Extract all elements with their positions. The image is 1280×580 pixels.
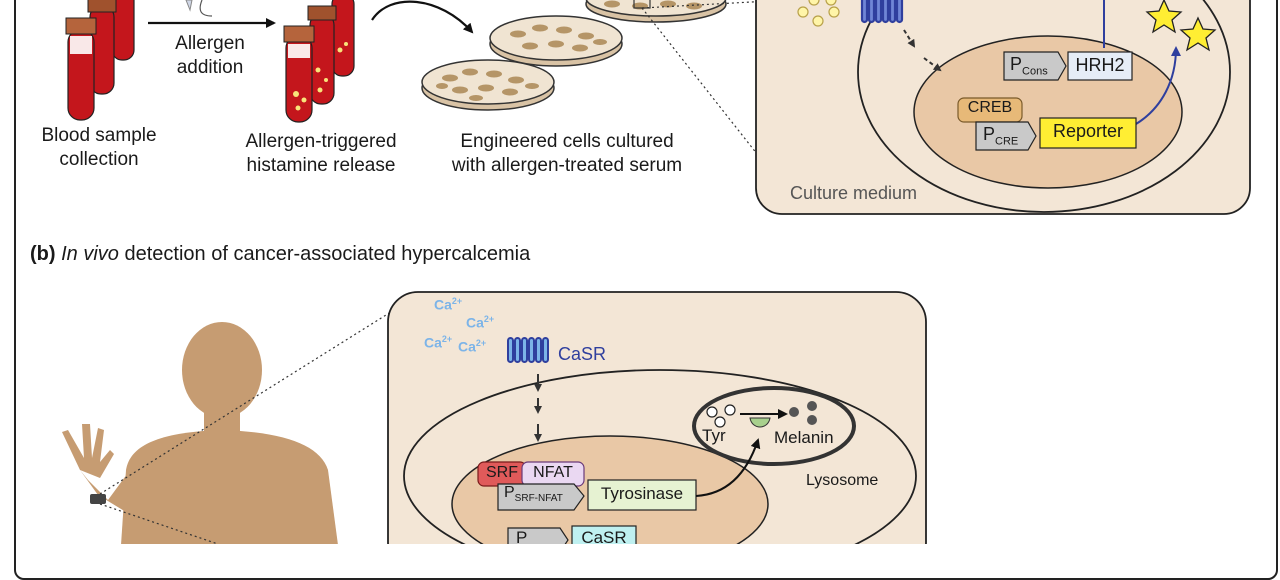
blood-tube-icon [65, 17, 97, 121]
blood-tube-icon [283, 25, 315, 123]
hypercalcemia-inset [387, 291, 927, 544]
calcium-ion: Ca2+ [466, 314, 495, 331]
promoter-srf-nfat-label: PSRF-NFAT [504, 484, 563, 505]
casr-bottom-box [571, 525, 637, 544]
human-silhouette-icon [62, 322, 338, 544]
tyr-dots [706, 404, 736, 428]
allergen-dropper-icon [185, 0, 213, 17]
zoom-line [99, 503, 219, 544]
hrh2-box [1067, 51, 1133, 81]
melanin-label: Melanin [774, 428, 834, 447]
nfat-label: NFAT [533, 464, 573, 481]
reporter-label: Reporter [1052, 121, 1124, 141]
calcium-ion: Ca2+ [434, 296, 463, 313]
diagram-canvas [65, 0, 1251, 215]
casr-bottom-label: CaSR [581, 528, 627, 547]
promoter-cons-shape [1003, 51, 1067, 81]
creb-label: CREB [967, 99, 1013, 116]
histamine-dots [797, 0, 840, 27]
tyrosinase-box [587, 479, 697, 511]
reporter-box [1039, 117, 1137, 149]
calcium-ion: Ca2+ [458, 338, 487, 355]
zoom-line [99, 299, 411, 495]
promoter-bottom-shape [507, 527, 569, 544]
promoter-cre-shape [975, 121, 1037, 151]
casr-receptor-label: CaSR [558, 344, 607, 364]
srf-label: SRF [486, 464, 518, 481]
culture-inset [755, 0, 1251, 215]
diagram-canvas-b [62, 291, 927, 544]
promoter-srf-nfat-shape [497, 483, 585, 511]
blood-tubes-group-1 [65, 0, 135, 121]
petri-dish-icon [421, 59, 555, 111]
panel-b-title: (b) In vivo detection of cancer-associat… [30, 243, 531, 265]
tyrosinase-label: Tyrosinase [600, 484, 684, 503]
zoom-line [641, 7, 777, 179]
casr-receptor-icon [507, 337, 549, 363]
promoter-bottom-label: P [516, 528, 528, 547]
petri-dish-icon [489, 15, 623, 67]
calcium-ion: Ca2+ [424, 334, 453, 351]
promoter-cre-label: PCRE [983, 124, 1019, 148]
transfer-arrow [371, 0, 474, 34]
melanin-dots [789, 401, 817, 425]
petri-dish-icon [585, 0, 727, 23]
hrh2-receptor-icon [860, 0, 904, 24]
hrh2-label: HRH2 [1075, 55, 1125, 75]
wristband-implant-icon [90, 494, 106, 504]
culture-medium-label: Culture medium [790, 183, 918, 203]
tyr-label: Tyr [702, 426, 726, 445]
promoter-cons-label: PCons [1010, 54, 1048, 78]
lysosome-label: Lysosome [806, 472, 879, 489]
star-icon [1145, 0, 1217, 52]
blood-tubes-group-2 [283, 0, 355, 123]
